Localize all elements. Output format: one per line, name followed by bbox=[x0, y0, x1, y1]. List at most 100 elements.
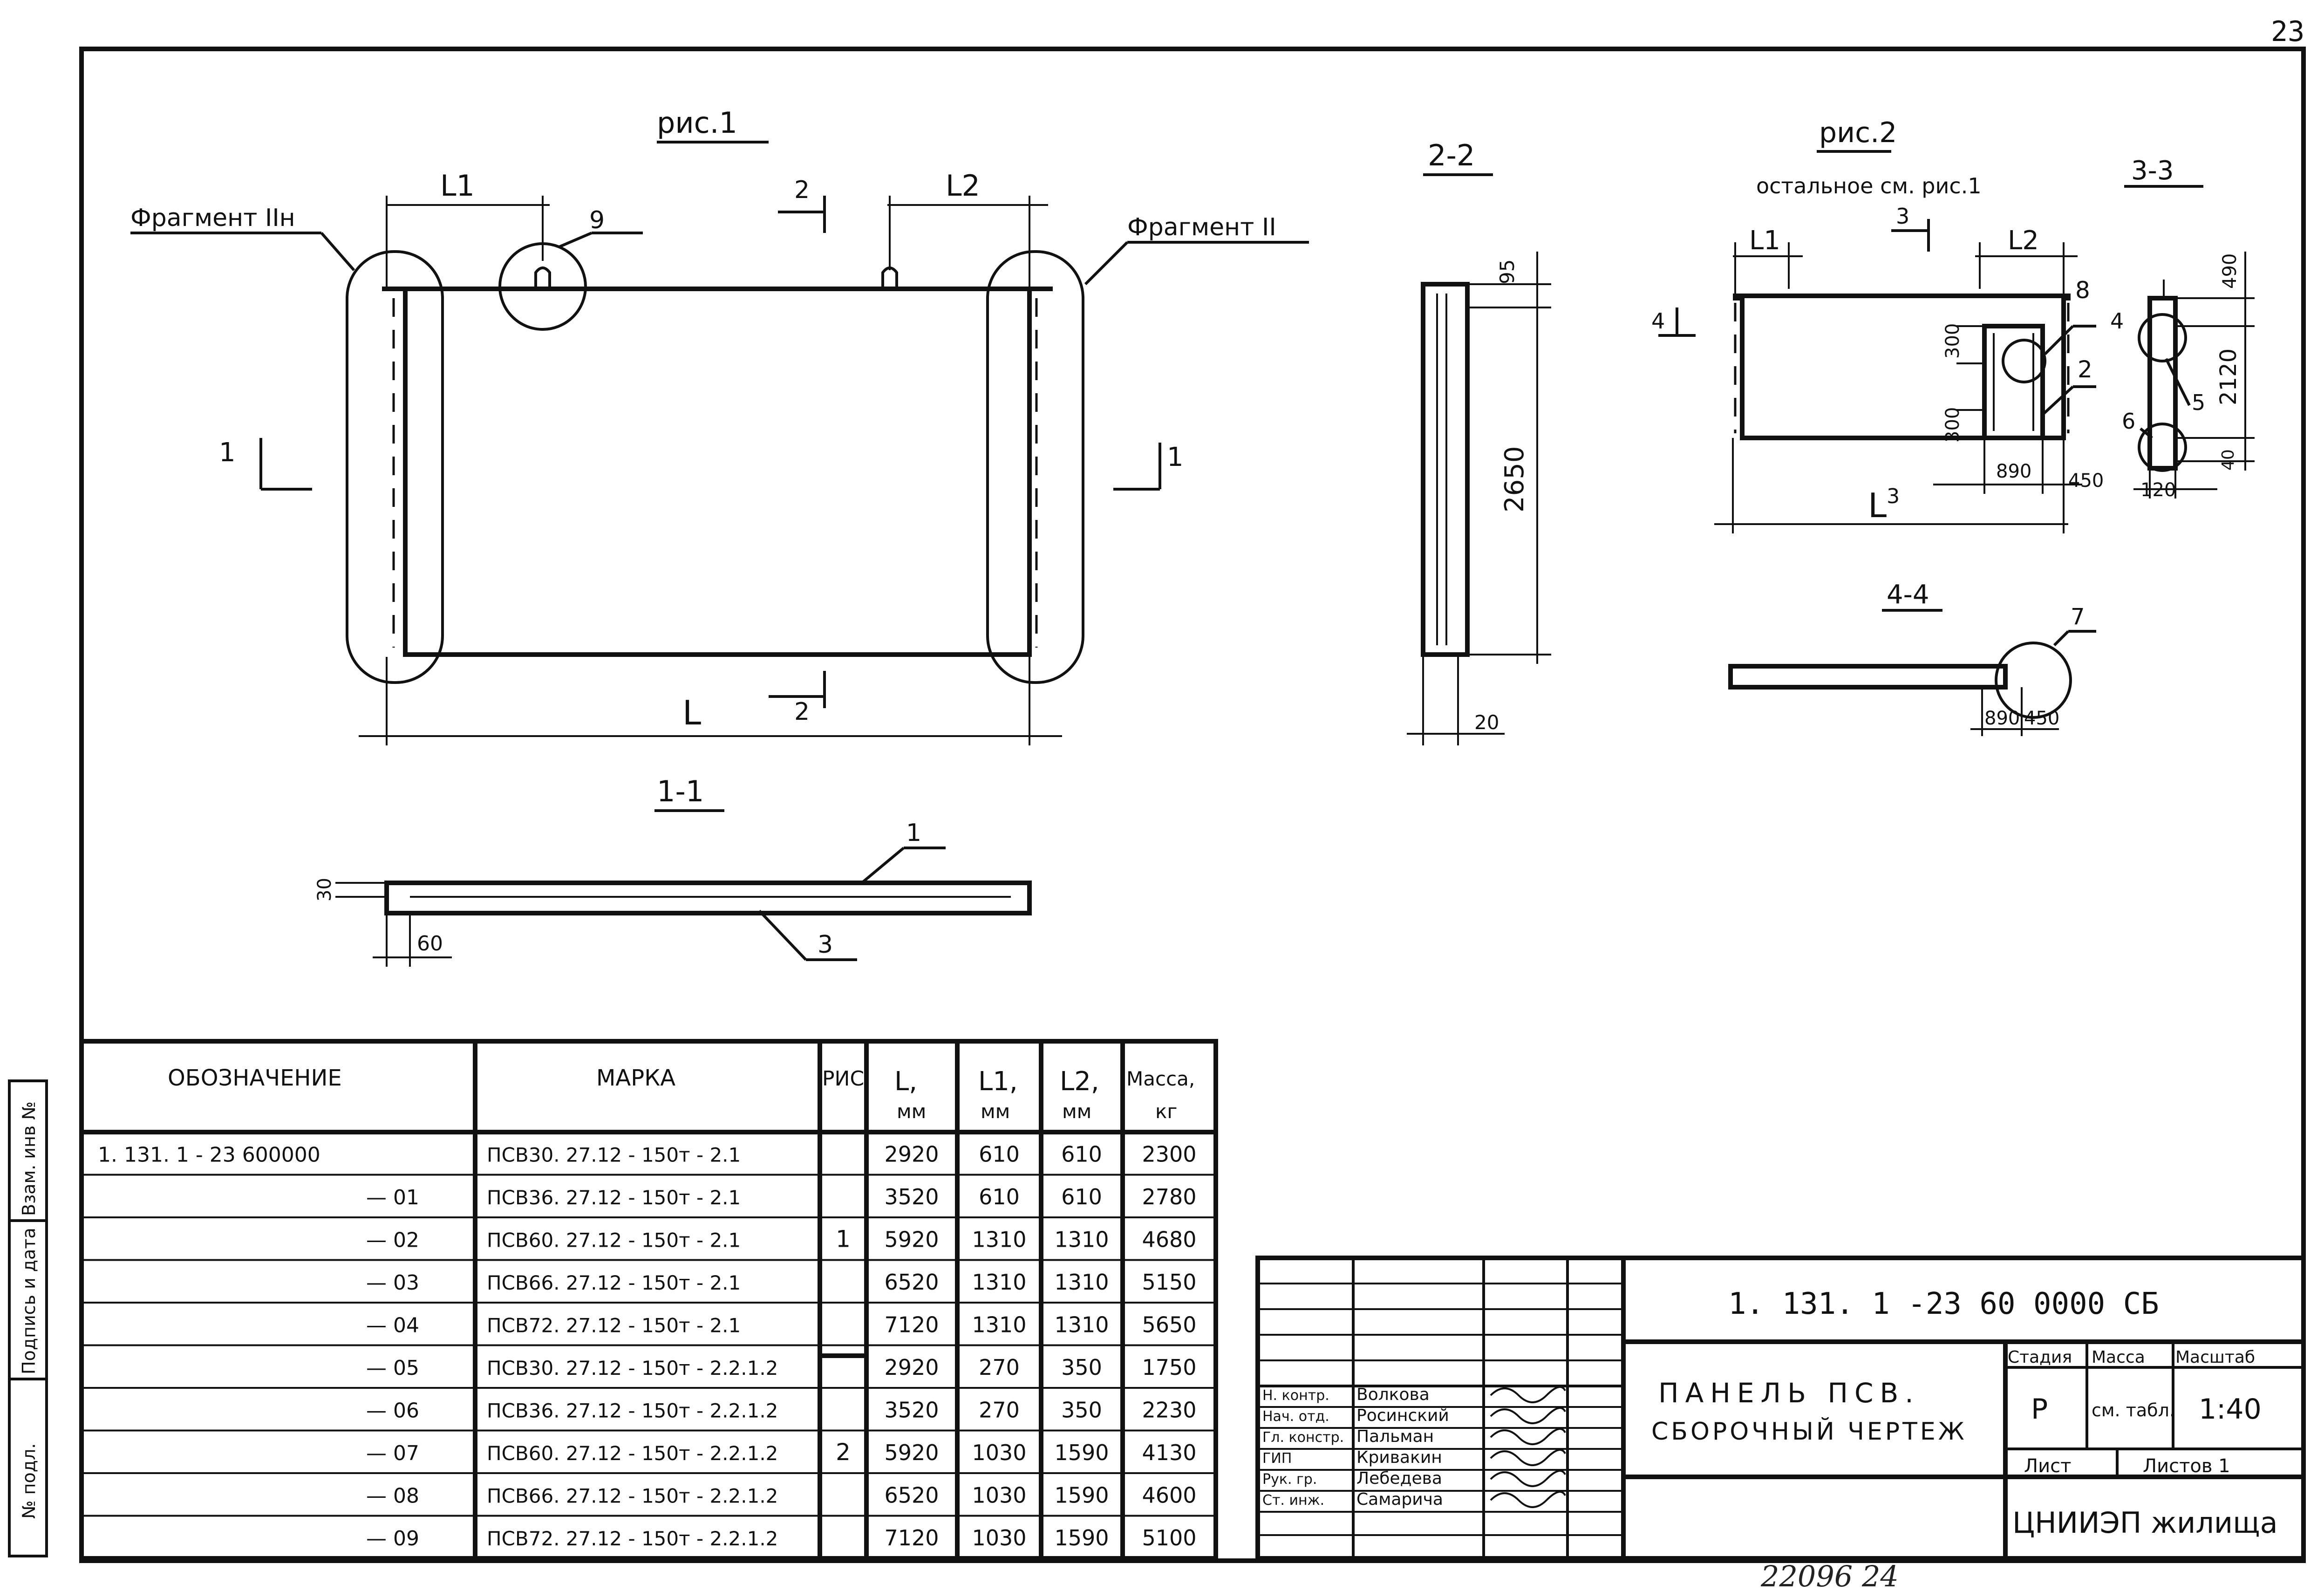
table-cell-mass: 4600 bbox=[1142, 1483, 1196, 1508]
spec-table: ОБОЗНАЧЕНИЕ МАРКА РИС. L, L1, L2, Масса,… bbox=[79, 1039, 1218, 1561]
table-cell-l: 3520 bbox=[884, 1184, 939, 1209]
table-cell-marka: ПСВ36. 27.12 - 150т - 2.2.1.2 bbox=[487, 1400, 778, 1422]
sec11-pos3: 3 bbox=[818, 931, 833, 959]
tb-mass-value: см. табл. bbox=[2092, 1400, 2175, 1420]
sec44-title: 4-4 bbox=[1887, 580, 1929, 610]
table-cell-l2: 350 bbox=[1061, 1398, 1102, 1423]
sec44-dim890: 890 bbox=[1984, 708, 2020, 729]
table-cell-mass: 4680 bbox=[1142, 1227, 1196, 1252]
table-cell-marka: ПСВ66. 27.12 - 150т - 2.1 bbox=[487, 1271, 741, 1294]
tb-name-1: ПАНЕЛЬ ПСВ. bbox=[1658, 1377, 1920, 1409]
sec1-right: 1 bbox=[1167, 442, 1184, 472]
signature-scribble bbox=[1490, 1428, 1566, 1445]
table-cell-ris: 2 bbox=[836, 1439, 851, 1466]
fig2-pos2: 2 bbox=[2078, 356, 2092, 383]
tb-name-2: СБОРОЧНЫЙ ЧЕРТЕЖ bbox=[1651, 1417, 1967, 1446]
sec11-dim30: 30 bbox=[314, 878, 335, 901]
signature-role: Ст. инж. bbox=[1262, 1492, 1324, 1509]
signature-role: Гл. констр. bbox=[1262, 1429, 1344, 1446]
fig2-dim300b: 300 bbox=[1942, 407, 1963, 443]
signature-name: Лебедева bbox=[1356, 1469, 1442, 1488]
table-cell-l: 6520 bbox=[884, 1483, 939, 1508]
table-cell-l: 3520 bbox=[884, 1398, 939, 1423]
signature-scribble bbox=[1490, 1449, 1566, 1466]
figure-2: рис.2 остальное см. рис.1 L1 L2 3 4 4 8 … bbox=[1651, 116, 2124, 533]
th-l: L, bbox=[894, 1066, 917, 1097]
signature-name: Волкова bbox=[1356, 1385, 1430, 1404]
sec33-dim120: 120 bbox=[2140, 479, 2176, 501]
fig2-dim300a: 300 bbox=[1942, 323, 1963, 359]
fig1-l: L bbox=[682, 693, 701, 732]
sec11-pos1: 1 bbox=[906, 819, 921, 847]
signature-scribble bbox=[1490, 1491, 1566, 1508]
sec33-dim2120: 2120 bbox=[2215, 348, 2242, 405]
sec22-dim20: 20 bbox=[1474, 711, 1499, 734]
section-4-4: 4-4 7 890 450 bbox=[1728, 580, 2096, 736]
table-cell-mass: 1750 bbox=[1142, 1355, 1196, 1380]
table-cell-l2: 1590 bbox=[1054, 1525, 1109, 1550]
sec11-title: 1-1 bbox=[657, 774, 704, 808]
sec22-title: 2-2 bbox=[1428, 138, 1475, 172]
table-cell-l1: 1030 bbox=[972, 1483, 1026, 1508]
table-cell-l1: 1030 bbox=[972, 1440, 1026, 1465]
page-number: 23 bbox=[2271, 15, 2304, 48]
th-marka: МАРКА bbox=[596, 1065, 675, 1091]
mark-9: 9 bbox=[589, 206, 605, 234]
signature-role: ГИП bbox=[1262, 1450, 1292, 1467]
table-cell-l: 5920 bbox=[884, 1440, 939, 1465]
table-cell-l: 7120 bbox=[884, 1525, 939, 1550]
sec22-dim95: 95 bbox=[1496, 259, 1519, 284]
table-cell-mass: 5100 bbox=[1142, 1525, 1196, 1550]
title-block: 1. 131. 1 -23 60 0000 СБ ПАНЕЛЬ ПСВ. СБО… bbox=[1255, 1256, 2306, 1561]
table-cell-mass: 2230 bbox=[1142, 1398, 1196, 1423]
fig1-l1: L1 bbox=[440, 169, 475, 203]
fig2-l-sup: 3 bbox=[1887, 485, 1900, 508]
table-cell-mass: 5650 bbox=[1142, 1312, 1196, 1338]
fig2-l1: L1 bbox=[1749, 225, 1780, 256]
table-cell-code: — 06 bbox=[366, 1399, 419, 1423]
th-l1-unit: мм bbox=[981, 1100, 1010, 1123]
signature-role: Нач. отд. bbox=[1262, 1408, 1329, 1425]
tb-code: 1. 131. 1 -23 60 0000 СБ bbox=[1728, 1287, 2159, 1321]
table-cell-l2: 1590 bbox=[1054, 1483, 1109, 1508]
tb-scale: 1:40 bbox=[2199, 1393, 2262, 1426]
table-cell-code: — 04 bbox=[366, 1314, 419, 1338]
fig2-sec3: 3 bbox=[1896, 204, 1909, 229]
table-cell-marka: ПСВ60. 27.12 - 150т - 2.1 bbox=[487, 1229, 741, 1252]
sec2-bottom: 2 bbox=[794, 698, 810, 726]
strip-podl: № подл. bbox=[19, 1443, 39, 1519]
fragment-right-label: Фрагмент II bbox=[1127, 213, 1276, 241]
table-cell-l: 6520 bbox=[884, 1270, 939, 1295]
fragment-oval-left bbox=[346, 250, 444, 684]
sec33-dim490: 490 bbox=[2219, 253, 2241, 289]
signature-scribble bbox=[1490, 1407, 1566, 1424]
table-cell-l2: 350 bbox=[1061, 1355, 1102, 1380]
signature-name: Пальман bbox=[1356, 1427, 1434, 1446]
signature-name: Росинский bbox=[1356, 1406, 1449, 1425]
th-code: ОБОЗНАЧЕНИЕ bbox=[168, 1065, 342, 1091]
table-cell-l: 5920 bbox=[884, 1227, 939, 1252]
fig2-dim450: 450 bbox=[2068, 470, 2104, 492]
fig1-title: рис.1 bbox=[657, 106, 737, 140]
sec1-left: 1 bbox=[219, 437, 236, 468]
th-mass-unit: кг bbox=[1155, 1100, 1177, 1123]
footer-handwritten: 22096 24 bbox=[1760, 1559, 1899, 1591]
table-cell-l1: 1310 bbox=[972, 1270, 1026, 1295]
table-cell-code: — 08 bbox=[366, 1484, 419, 1508]
table-cell-l1: 1310 bbox=[972, 1312, 1026, 1338]
th-l2-unit: мм bbox=[1062, 1100, 1091, 1123]
sec2-top: 2 bbox=[794, 176, 810, 204]
signature-name: Самарича bbox=[1356, 1490, 1443, 1509]
signature-scribble bbox=[1490, 1386, 1566, 1403]
table-cell-marka: ПСВ30. 27.12 - 150т - 2.2.1.2 bbox=[487, 1357, 778, 1379]
sec33-pos5: 5 bbox=[2192, 390, 2205, 415]
table-cell-marka: ПСВ72. 27.12 - 150т - 2.2.1.2 bbox=[487, 1527, 778, 1550]
table-cell-code: 1. 131. 1 - 23 600000 bbox=[98, 1143, 320, 1167]
table-cell-l1: 610 bbox=[979, 1184, 1020, 1209]
table-cell-code: — 02 bbox=[366, 1229, 419, 1252]
th-ris: РИС. bbox=[822, 1067, 871, 1091]
fragment-oval-right bbox=[986, 250, 1084, 684]
th-mass: Масса, bbox=[1126, 1067, 1195, 1090]
th-l-unit: мм bbox=[897, 1100, 926, 1123]
